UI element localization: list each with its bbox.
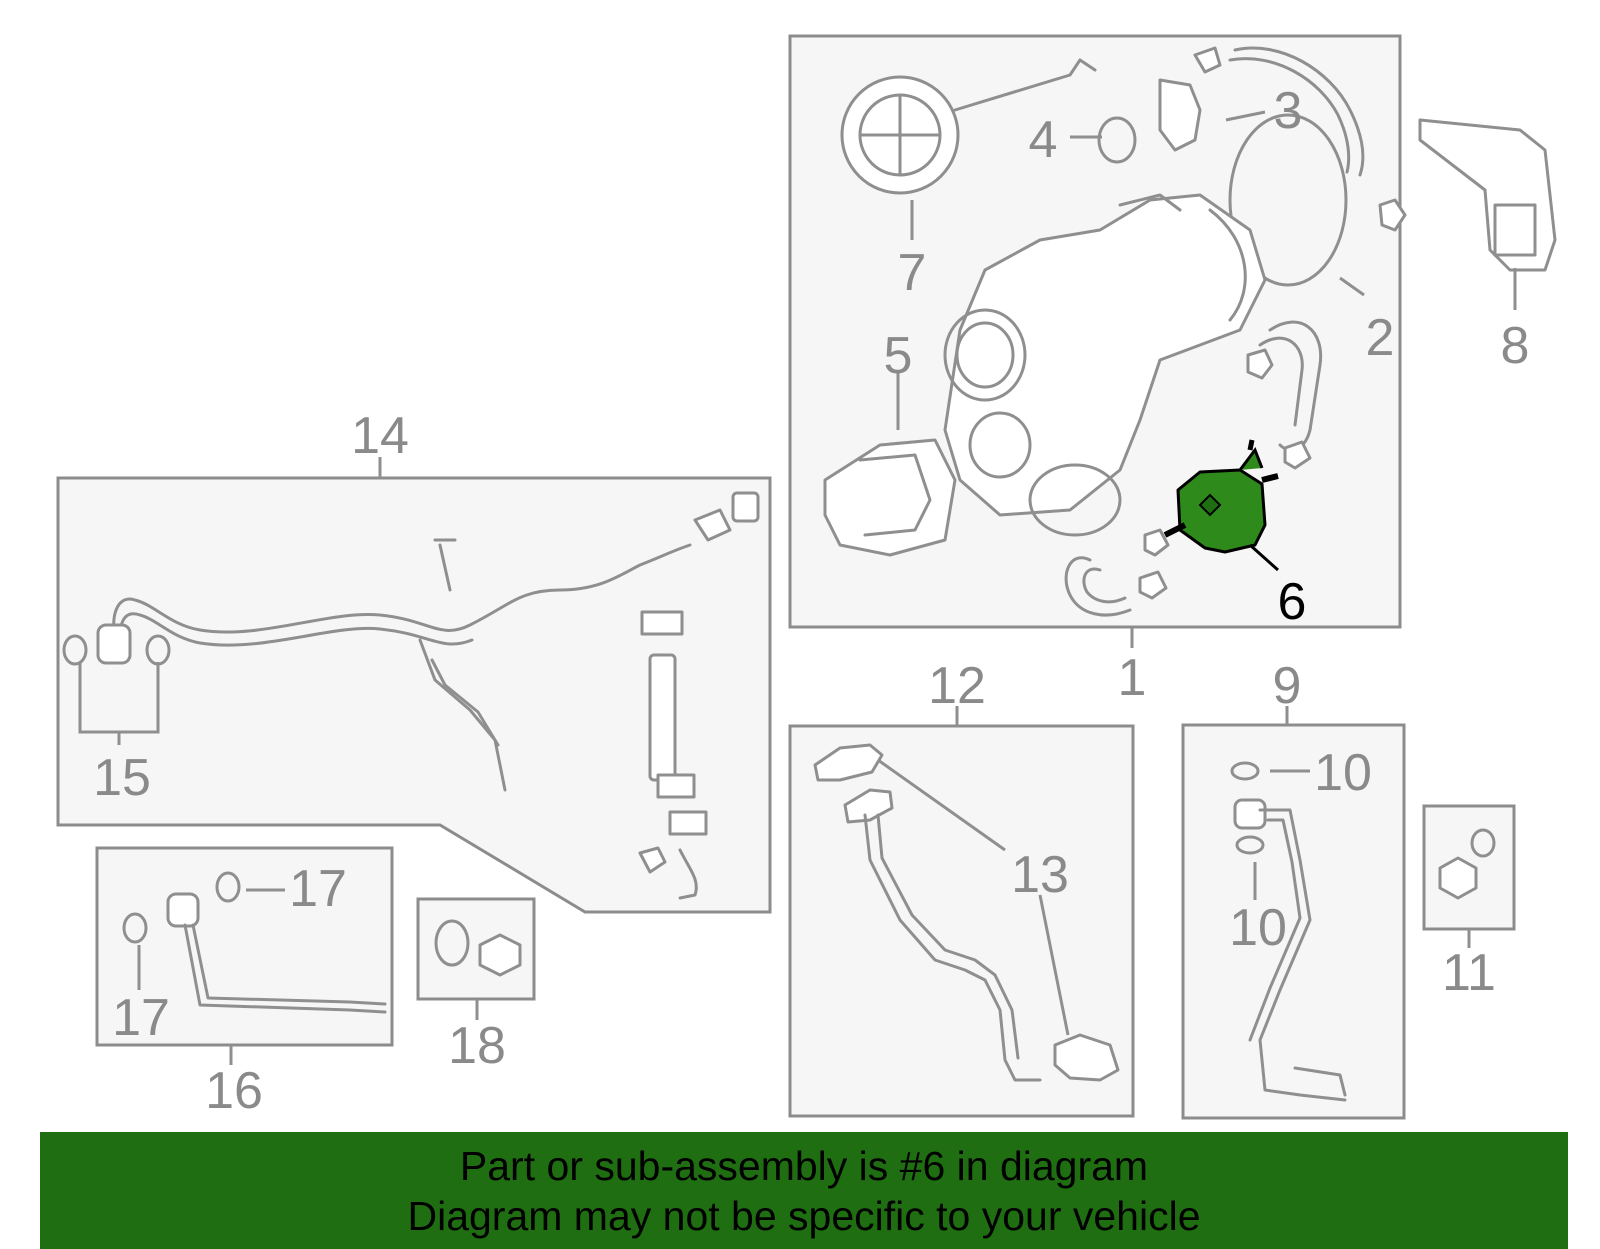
callout-5: 5: [884, 327, 913, 385]
banner-line-2: Diagram may not be specific to your vehi…: [407, 1192, 1201, 1239]
turbocharger-body: [943, 193, 1267, 517]
callout-2: 2: [1366, 309, 1395, 367]
callout-14: 14: [351, 407, 409, 465]
oil-pipe-box-9: [1181, 723, 1406, 1120]
callout-9: 9: [1273, 657, 1302, 715]
drain-plug-box-18: [416, 897, 536, 1001]
electric-actuator-5: [823, 438, 957, 557]
seal-ring-4: [1097, 116, 1137, 164]
solenoid-valve-part-6[interactable]: [1163, 439, 1279, 554]
callout-10a: 10: [1314, 744, 1372, 802]
banner-line-1: Part or sub-assembly is #6 in diagram: [459, 1142, 1149, 1189]
callout-4: 4: [1029, 111, 1058, 169]
callout-15: 15: [93, 749, 151, 807]
leader-part-6: [1249, 543, 1279, 572]
callout-17a: 17: [289, 860, 347, 918]
callout-10b: 10: [1229, 899, 1287, 957]
callout-7: 7: [898, 244, 927, 302]
callout-6[interactable]: 6: [1278, 573, 1307, 631]
callout-17b: 17: [112, 989, 170, 1047]
callout-16: 16: [205, 1062, 263, 1120]
coolant-pipe-box-12: [788, 724, 1135, 1118]
callout-12: 12: [928, 657, 986, 715]
oil-return-pipe-box-16: [95, 846, 394, 1047]
info-banner: Part or sub-assembly is #6 in diagram Di…: [40, 1132, 1568, 1249]
callout-labels: 1 2 3 4 5 6 7 8 9 10 10 11 12 13 14 15 1…: [93, 82, 1529, 1120]
leader-lines: [78, 110, 1517, 1065]
fitting-box-11: [1422, 804, 1516, 931]
sensor-3: [1158, 78, 1202, 152]
gasket-2: [1228, 113, 1348, 287]
heat-shield-8: [1418, 118, 1557, 272]
oil-feed-pipe-box-14: [56, 476, 772, 914]
turbo-assembly-group: [788, 34, 1407, 629]
callout-11: 11: [1442, 944, 1496, 1002]
callout-1: 1: [1118, 649, 1147, 707]
callout-18: 18: [448, 1017, 506, 1075]
callout-3: 3: [1274, 82, 1303, 140]
callout-8: 8: [1501, 317, 1530, 375]
callout-13: 13: [1011, 846, 1069, 904]
